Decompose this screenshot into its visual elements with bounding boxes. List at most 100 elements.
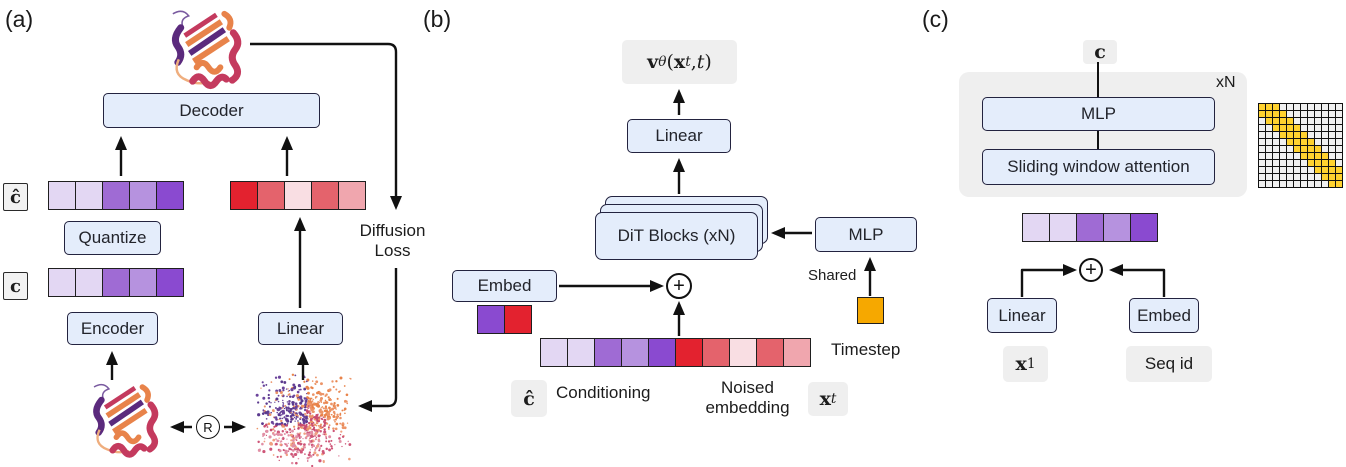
token-square [783, 338, 811, 367]
attention-cell [1259, 160, 1265, 166]
attention-cell [1294, 132, 1300, 138]
token-square [540, 338, 568, 367]
attention-cell [1294, 146, 1300, 152]
attention-cell [1322, 111, 1328, 117]
attention-cell [1273, 111, 1279, 117]
attention-cell [1287, 153, 1293, 159]
token-square [102, 268, 130, 297]
noised-embedding-label: Noised embedding [700, 378, 795, 418]
attention-cell [1287, 125, 1293, 131]
attention-cell [1259, 111, 1265, 117]
attention-cell [1315, 132, 1321, 138]
attention-cell [1329, 132, 1335, 138]
attention-cell [1280, 160, 1286, 166]
embed-box-b: Embed [452, 270, 557, 302]
attention-cell [1336, 104, 1342, 110]
attention-cell [1280, 125, 1286, 131]
attention-cell [1315, 153, 1321, 159]
token-square [567, 338, 595, 367]
panel-b-label: (b) [423, 6, 452, 32]
attention-cell [1336, 111, 1342, 117]
attention-cell [1315, 118, 1321, 124]
attention-cell [1259, 139, 1265, 145]
attention-cell [1329, 111, 1335, 117]
rotation-label: R [203, 419, 213, 435]
comma: , [690, 51, 697, 73]
attention-cell [1308, 111, 1314, 117]
attention-cell [1259, 181, 1265, 187]
attention-cell [1322, 139, 1328, 145]
x1-sub: 1 [1026, 356, 1036, 372]
embed-label-b: Embed [477, 276, 532, 295]
attention-cell [1287, 118, 1293, 124]
attention-cell [1301, 181, 1307, 187]
attention-cell [1336, 118, 1342, 124]
attention-cell [1322, 118, 1328, 124]
attention-cell [1308, 104, 1314, 110]
attention-cell [1315, 139, 1321, 145]
attention-cell [1315, 104, 1321, 110]
attention-cell [1336, 139, 1342, 145]
attention-cell [1273, 167, 1279, 173]
attention-cell [1336, 167, 1342, 173]
attention-cell [1259, 174, 1265, 180]
attention-cell [1266, 104, 1272, 110]
attention-cell [1273, 104, 1279, 110]
encoder-box: Encoder [67, 312, 158, 345]
token-square [1130, 213, 1158, 242]
token-square [230, 181, 258, 210]
token-square [675, 338, 703, 367]
t-arg: t [696, 51, 705, 73]
token-square [594, 338, 622, 367]
diffusion-loss-line1: Diffusion [359, 221, 426, 240]
token-square [1076, 213, 1104, 242]
attention-cell [1266, 181, 1272, 187]
paren-close: ) [704, 51, 712, 73]
attention-cell [1301, 111, 1307, 117]
seq-id-label: Seq id [1144, 354, 1194, 373]
c-label-c: c [1094, 41, 1106, 63]
attention-cell [1322, 125, 1328, 131]
token-square [284, 181, 312, 210]
attention-cell [1329, 174, 1335, 180]
attention-cell [1336, 181, 1342, 187]
plus-label-b: + [673, 274, 685, 297]
attention-cell [1329, 104, 1335, 110]
attention-cell [1294, 167, 1300, 173]
attention-cell [1266, 139, 1272, 145]
token-row-conditioning-noised [540, 338, 811, 367]
attention-cell [1287, 174, 1293, 180]
attention-cell [1266, 132, 1272, 138]
token-row-encoded [48, 268, 184, 297]
attention-cell [1329, 153, 1335, 159]
token-square [129, 268, 157, 297]
quantize-box: Quantize [64, 221, 161, 255]
attention-cell [1273, 160, 1279, 166]
token-square [75, 268, 103, 297]
attention-cell [1280, 174, 1286, 180]
attention-cell [1266, 146, 1272, 152]
token-square [1103, 213, 1131, 242]
attention-cell [1315, 174, 1321, 180]
attention-cell [1336, 125, 1342, 131]
add-symbol-c: + [1079, 258, 1103, 282]
attention-cell [1294, 181, 1300, 187]
attention-cell [1322, 174, 1328, 180]
attention-cell [1287, 167, 1293, 173]
plus-label-c: + [1085, 258, 1097, 281]
attention-cell [1273, 174, 1279, 180]
attention-cell [1280, 139, 1286, 145]
panel-c-label: (c) [922, 6, 949, 32]
quantize-label: Quantize [78, 228, 147, 247]
attention-cell [1287, 146, 1293, 152]
attention-cell [1301, 139, 1307, 145]
attention-cell [1259, 167, 1265, 173]
attention-cell [1308, 181, 1314, 187]
token-row-quantized [48, 181, 184, 210]
attention-cell [1308, 153, 1314, 159]
attention-cell [1266, 125, 1272, 131]
noisy-protein-image [255, 373, 352, 467]
